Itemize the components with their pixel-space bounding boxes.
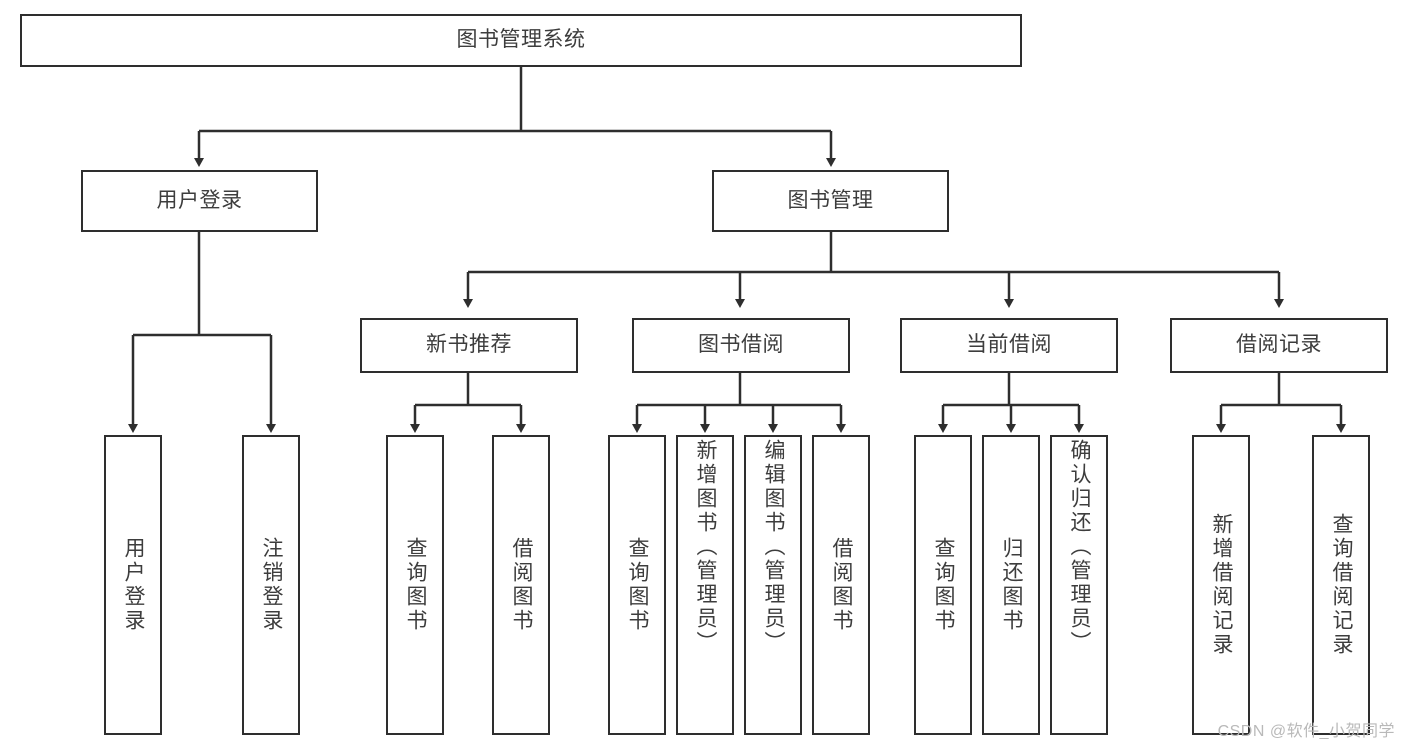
node-label: 新书推荐: [426, 333, 512, 357]
node-label: 新增借阅记录: [1210, 513, 1234, 657]
node-label: 用户登录: [122, 537, 146, 633]
node-label: 图书借阅: [698, 333, 784, 357]
leaf-edit-book[interactable]: 编辑图书（管理员）: [744, 435, 802, 735]
leaf-add-book[interactable]: 新增图书（管理员）: [676, 435, 734, 735]
leaf-return-book[interactable]: 归还图书: [982, 435, 1040, 735]
node-label: 图书管理: [787, 188, 874, 212]
leaf-borrow-book-recommend[interactable]: 借阅图书: [492, 435, 550, 735]
node-label: 查询图书: [404, 537, 428, 633]
node-label: 归还图书: [1000, 537, 1024, 633]
leaf-add-borrow-record[interactable]: 新增借阅记录: [1192, 435, 1250, 735]
leaf-borrow-book[interactable]: 借阅图书: [812, 435, 870, 735]
node-book-management-system[interactable]: 图书管理系统: [20, 14, 1022, 67]
node-label: 查询图书: [626, 537, 650, 633]
node-book-management[interactable]: 图书管理: [712, 170, 949, 232]
leaf-user-login[interactable]: 用户登录: [104, 435, 162, 735]
node-book-borrow[interactable]: 图书借阅: [632, 318, 850, 373]
node-label: 借阅图书: [830, 537, 854, 633]
watermark: CSDN @软件_小贺同学: [1217, 723, 1395, 740]
leaf-query-book-current[interactable]: 查询图书: [914, 435, 972, 735]
node-label: 图书管理系统: [456, 28, 586, 52]
node-borrow-record[interactable]: 借阅记录: [1170, 318, 1388, 373]
node-label: 当前借阅: [966, 333, 1052, 357]
node-label: 借阅图书: [510, 537, 534, 633]
leaf-logout-login[interactable]: 注销登录: [242, 435, 300, 735]
leaf-query-book-recommend[interactable]: 查询图书: [386, 435, 444, 735]
node-label: 编辑图书（管理员）: [762, 439, 786, 655]
node-new-book-recommend[interactable]: 新书推荐: [360, 318, 578, 373]
leaf-query-book-borrow[interactable]: 查询图书: [608, 435, 666, 735]
node-label: 查询图书: [932, 537, 956, 633]
node-label: 新增图书（管理员）: [694, 439, 718, 655]
node-current-borrow[interactable]: 当前借阅: [900, 318, 1118, 373]
node-user-login[interactable]: 用户登录: [81, 170, 318, 232]
leaf-confirm-return[interactable]: 确认归还（管理员）: [1050, 435, 1108, 735]
node-label: 借阅记录: [1236, 333, 1322, 357]
node-label: 确认归还（管理员）: [1068, 439, 1092, 655]
node-label: 注销登录: [260, 537, 284, 633]
node-label: 用户登录: [156, 188, 243, 212]
node-label: 查询借阅记录: [1330, 513, 1354, 657]
leaf-query-borrow-record[interactable]: 查询借阅记录: [1312, 435, 1370, 735]
